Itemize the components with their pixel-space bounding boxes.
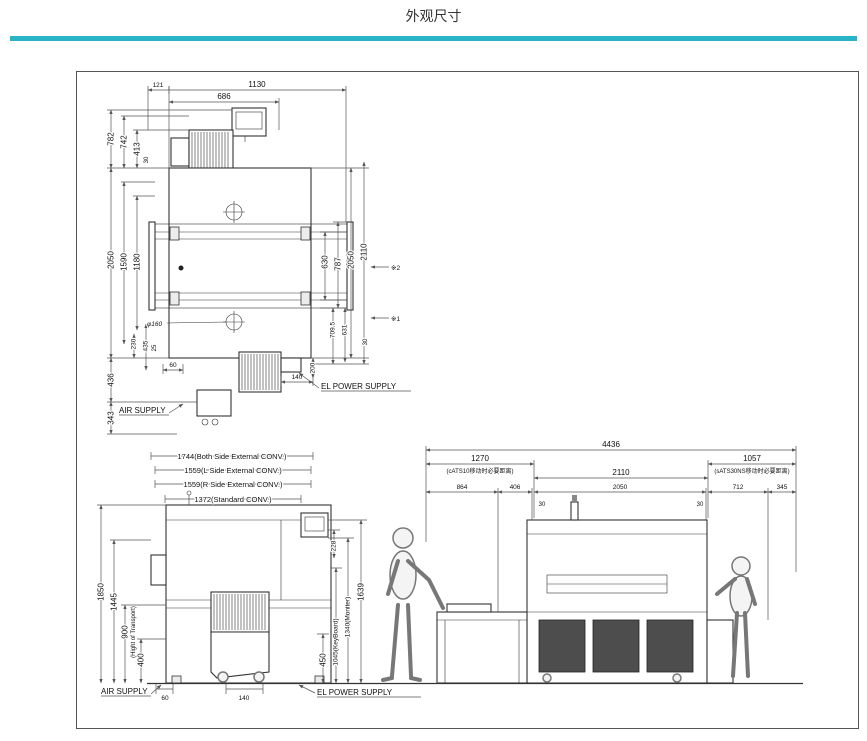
operator-mannequin-left	[381, 527, 445, 682]
dim-conv-1559-r: 1559(R Side External CONV.)	[184, 480, 283, 489]
dim-2110-side: 2110	[612, 468, 630, 477]
dim-2110-plan: 2110	[360, 243, 369, 261]
dim-30-side-right: 30	[697, 502, 704, 508]
plan-pump-unit	[196, 389, 232, 417]
note-1: ※1	[391, 316, 400, 323]
dim-121: 121	[153, 82, 164, 89]
dim-1850: 1850	[97, 583, 106, 601]
dim-864: 864	[457, 484, 468, 491]
dim-30-top: 30	[144, 156, 150, 163]
plan-conveyor	[154, 223, 348, 309]
dim-60-plan: 60	[169, 362, 177, 369]
side-left-stand	[436, 611, 528, 684]
side-dimensions: 4436 1270 (cATS10移动时必要距离) 1057 (sATS30NS…	[425, 439, 797, 620]
dim-709-5: 709.5	[330, 321, 337, 338]
dim-436: 436	[107, 373, 116, 387]
side-signal-tower	[570, 501, 579, 521]
dim-400: 400	[137, 653, 146, 667]
dim-25: 25	[152, 344, 158, 351]
dim-30-side-left: 30	[539, 502, 546, 508]
dim-1057: 1057	[743, 454, 761, 463]
dim-1445: 1445	[110, 593, 119, 611]
side-machine-outline	[436, 495, 734, 684]
dim-782: 782	[107, 132, 116, 146]
plan-power-box	[280, 357, 302, 373]
dim-228: 228	[331, 540, 338, 551]
dim-conv-1559-l: 1559(L Side External CONV.)	[184, 466, 282, 475]
dim-712: 712	[733, 484, 744, 491]
side-door-panel	[646, 619, 694, 673]
dim-1180: 1180	[133, 253, 142, 271]
dim-140-plan: 140	[292, 374, 303, 381]
front-signal-light	[186, 490, 192, 496]
side-right-stand	[706, 619, 734, 684]
dim-900: 900	[121, 625, 130, 639]
dim-60-front: 60	[161, 695, 169, 702]
dim-1130: 1130	[248, 80, 266, 89]
note-height-of-transport: (Hight of Transport)	[131, 606, 137, 658]
dimension-drawing: 121 1130 686 782 742 413 30 2050 1590 11…	[95, 79, 803, 703]
dim-413: 413	[133, 142, 142, 156]
dim-686: 686	[217, 92, 231, 101]
label-el-power-supply-front: EL POWER SUPPLY	[317, 688, 393, 697]
dim-4436: 4436	[602, 440, 620, 449]
dim-1590: 1590	[120, 253, 129, 271]
dim-742: 742	[120, 135, 129, 149]
dim-30-right: 30	[363, 338, 369, 345]
note-cats10: (cATS10移动时必要距离)	[447, 467, 514, 475]
label-el-power-supply-plan: EL POWER SUPPLY	[321, 382, 397, 391]
dim-2050-side: 2050	[613, 484, 628, 491]
side-door-panel	[538, 619, 586, 673]
front-machine-outline	[150, 490, 332, 684]
dim-630: 630	[321, 255, 330, 269]
plan-view: 121 1130 686 782 742 413 30 2050 1590 11…	[105, 79, 411, 435]
dim-1639: 1639	[357, 583, 366, 601]
front-feeder-cart	[210, 631, 270, 679]
plan-monitor	[231, 107, 267, 137]
dim-conv-1744: 1744(Both Side External CONV.)	[178, 452, 287, 461]
dim-1340-moniter: 1340(Moniter)	[345, 597, 352, 637]
side-view: 4436 1270 (cATS10移动时必要距离) 1057 (sATS30NS…	[381, 439, 797, 684]
dim-2050-left: 2050	[107, 251, 116, 269]
dim-1270: 1270	[471, 454, 489, 463]
plan-machine-body	[168, 167, 312, 359]
note-sats30ns: (sATS30NS移动时必要距离)	[714, 467, 789, 475]
dim-conv-1372: 1372(Standard CONV.)	[194, 495, 272, 504]
dim-787: 787	[334, 257, 343, 271]
plan-dimensions: 121 1130 686 782 742 413 30 2050 1590 11…	[105, 79, 411, 435]
dim-345: 345	[777, 484, 788, 491]
dim-2050-right: 2050	[347, 251, 356, 269]
page-title: 外观尺寸	[405, 8, 462, 24]
divider-bar	[10, 36, 857, 41]
drawing-frame: 121 1130 686 782 742 413 30 2050 1590 11…	[76, 71, 859, 729]
dim-200: 200	[310, 362, 317, 373]
front-feeder-bank	[210, 591, 270, 633]
plan-machine-outline	[148, 107, 354, 426]
side-door-panel	[592, 619, 640, 673]
plan-origin-dot	[178, 265, 184, 271]
dim-phi160: φ160	[147, 321, 162, 328]
front-dimensions: 1744(Both Side External CONV.) 1559(L Si…	[95, 451, 421, 703]
operator-mannequin-right	[715, 556, 757, 678]
dim-631: 631	[342, 324, 349, 335]
plan-feeder-top	[188, 129, 234, 171]
dim-230: 230	[131, 338, 138, 349]
dim-343: 343	[107, 411, 116, 425]
fiducial-mark-top	[223, 201, 245, 223]
note-2: ※2	[391, 265, 400, 272]
dim-406: 406	[510, 484, 521, 491]
dim-450: 450	[319, 653, 328, 667]
dim-140-front: 140	[239, 695, 250, 702]
label-air-supply-front: AIR SUPPLY	[101, 687, 148, 696]
dim-435: 435	[143, 340, 150, 351]
label-air-supply-plan: AIR SUPPLY	[119, 406, 166, 415]
front-view: 1744(Both Side External CONV.) 1559(L Si…	[95, 451, 421, 703]
dim-1045-keyboard: 1045(KeyBoard)	[333, 618, 340, 665]
